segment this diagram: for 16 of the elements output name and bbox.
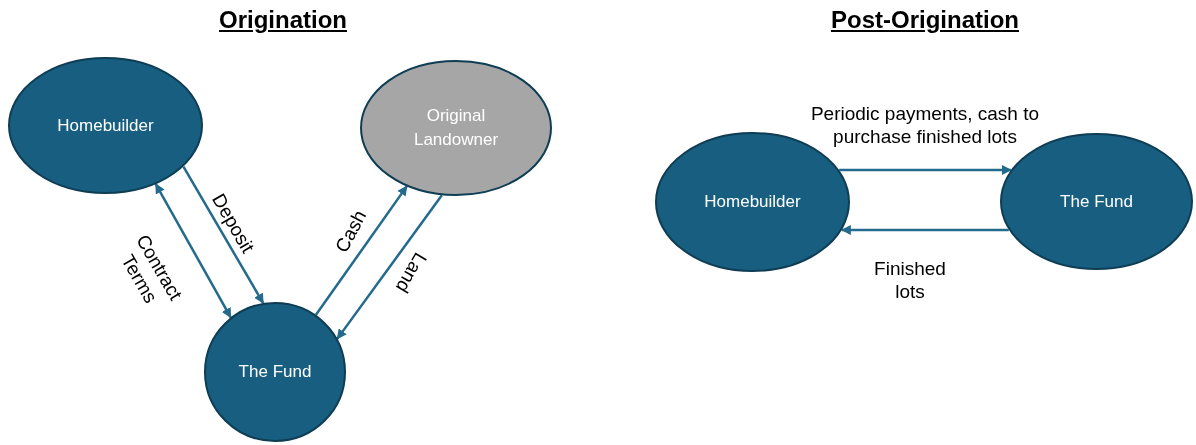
node-label: Original Landowner bbox=[412, 105, 500, 151]
node-label: The Fund bbox=[237, 361, 313, 384]
arrow bbox=[314, 185, 408, 316]
arrow bbox=[840, 225, 1009, 235]
edge-label: Periodic payments, cash to purchase finished lots bbox=[810, 103, 1040, 149]
node-label: Homebuilder bbox=[703, 191, 802, 214]
section-title: Origination bbox=[219, 6, 347, 34]
edge-label: Finished lots bbox=[873, 258, 947, 304]
node-label: Homebuilder bbox=[56, 114, 155, 137]
arrow bbox=[839, 165, 1012, 175]
arrow bbox=[154, 183, 232, 319]
section-title: Post-Origination bbox=[831, 6, 1019, 34]
arrow bbox=[182, 166, 265, 304]
arrow bbox=[336, 194, 443, 340]
node-label: The Fund bbox=[1059, 190, 1134, 213]
edge-label: Cash bbox=[330, 205, 372, 258]
